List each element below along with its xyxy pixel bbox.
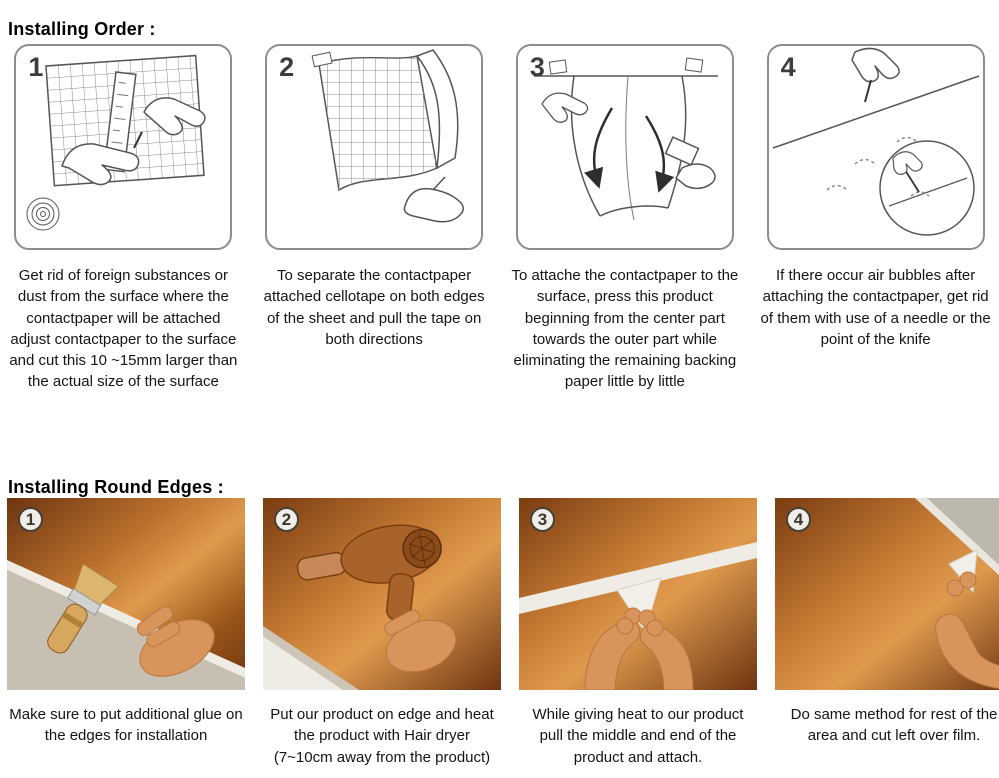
round-step-1-caption: Make sure to put additional glue on the … <box>9 706 243 745</box>
round-step-1-photo: 1 <box>7 498 245 690</box>
glue-brush-photo-icon <box>7 498 245 690</box>
round-step-3-photo: 3 <box>519 498 757 690</box>
order-step-1-caption: Get rid of foreign substances or dust fr… <box>9 267 238 391</box>
installing-round-edges-title: Installing Round Edges : <box>8 476 224 497</box>
round-step-4: 4 <box>775 498 999 768</box>
round-step-3-caption: While giving heat to our product pull th… <box>532 706 744 766</box>
order-step-4-caption: If there occur air bubbles after attachi… <box>760 267 991 348</box>
trim-leftover-film-photo-icon <box>775 498 999 690</box>
order-step-2: 2 <box>258 44 491 393</box>
order-step-1: 1 <box>7 44 240 393</box>
round-step-4-number: 4 <box>786 507 811 532</box>
round-step-2-caption: Put our product on edge and heat the pro… <box>270 706 494 766</box>
hair-dryer-heat-photo-icon <box>263 498 501 690</box>
order-step-4-number: 4 <box>780 52 796 82</box>
round-step-1: 1 <box>7 498 245 768</box>
order-step-3-panel: 3 <box>515 44 734 250</box>
air-bubble-needle-illustration-icon <box>772 47 979 236</box>
round-step-2: 2 <box>263 498 501 768</box>
center-press-attach-illustration-icon <box>533 57 718 221</box>
order-step-2-number: 2 <box>279 52 295 82</box>
installing-round-edges-row: 1 <box>0 498 999 768</box>
pull-middle-photo-icon <box>519 498 757 690</box>
round-step-3: 3 <box>519 498 757 768</box>
order-step-4: 4 If <box>759 44 992 393</box>
round-step-2-photo: 2 <box>263 498 501 690</box>
order-step-1-panel: 1 <box>14 44 233 250</box>
installing-order-row: 1 <box>0 44 999 393</box>
round-step-2-number: 2 <box>274 507 299 532</box>
round-step-4-photo: 4 <box>775 498 999 690</box>
order-step-3-caption: To attache the contactpaper to the surfa… <box>511 267 739 391</box>
round-step-3-number: 3 <box>530 507 555 532</box>
order-step-2-panel: 2 <box>265 44 484 250</box>
installing-order-title: Installing Order : <box>8 18 156 39</box>
order-step-2-caption: To separate the contactpaper attached ce… <box>263 267 485 348</box>
tape-separation-illustration-icon <box>311 49 465 223</box>
order-step-3: 3 <box>509 44 742 393</box>
round-step-1-number: 1 <box>18 507 43 532</box>
surface-prep-and-cut-illustration-icon <box>26 54 207 231</box>
order-step-1-number: 1 <box>28 52 44 82</box>
round-step-4-caption: Do same method for rest of the area and … <box>790 706 998 745</box>
order-step-3-number: 3 <box>529 52 545 82</box>
order-step-4-panel: 4 <box>766 44 985 250</box>
